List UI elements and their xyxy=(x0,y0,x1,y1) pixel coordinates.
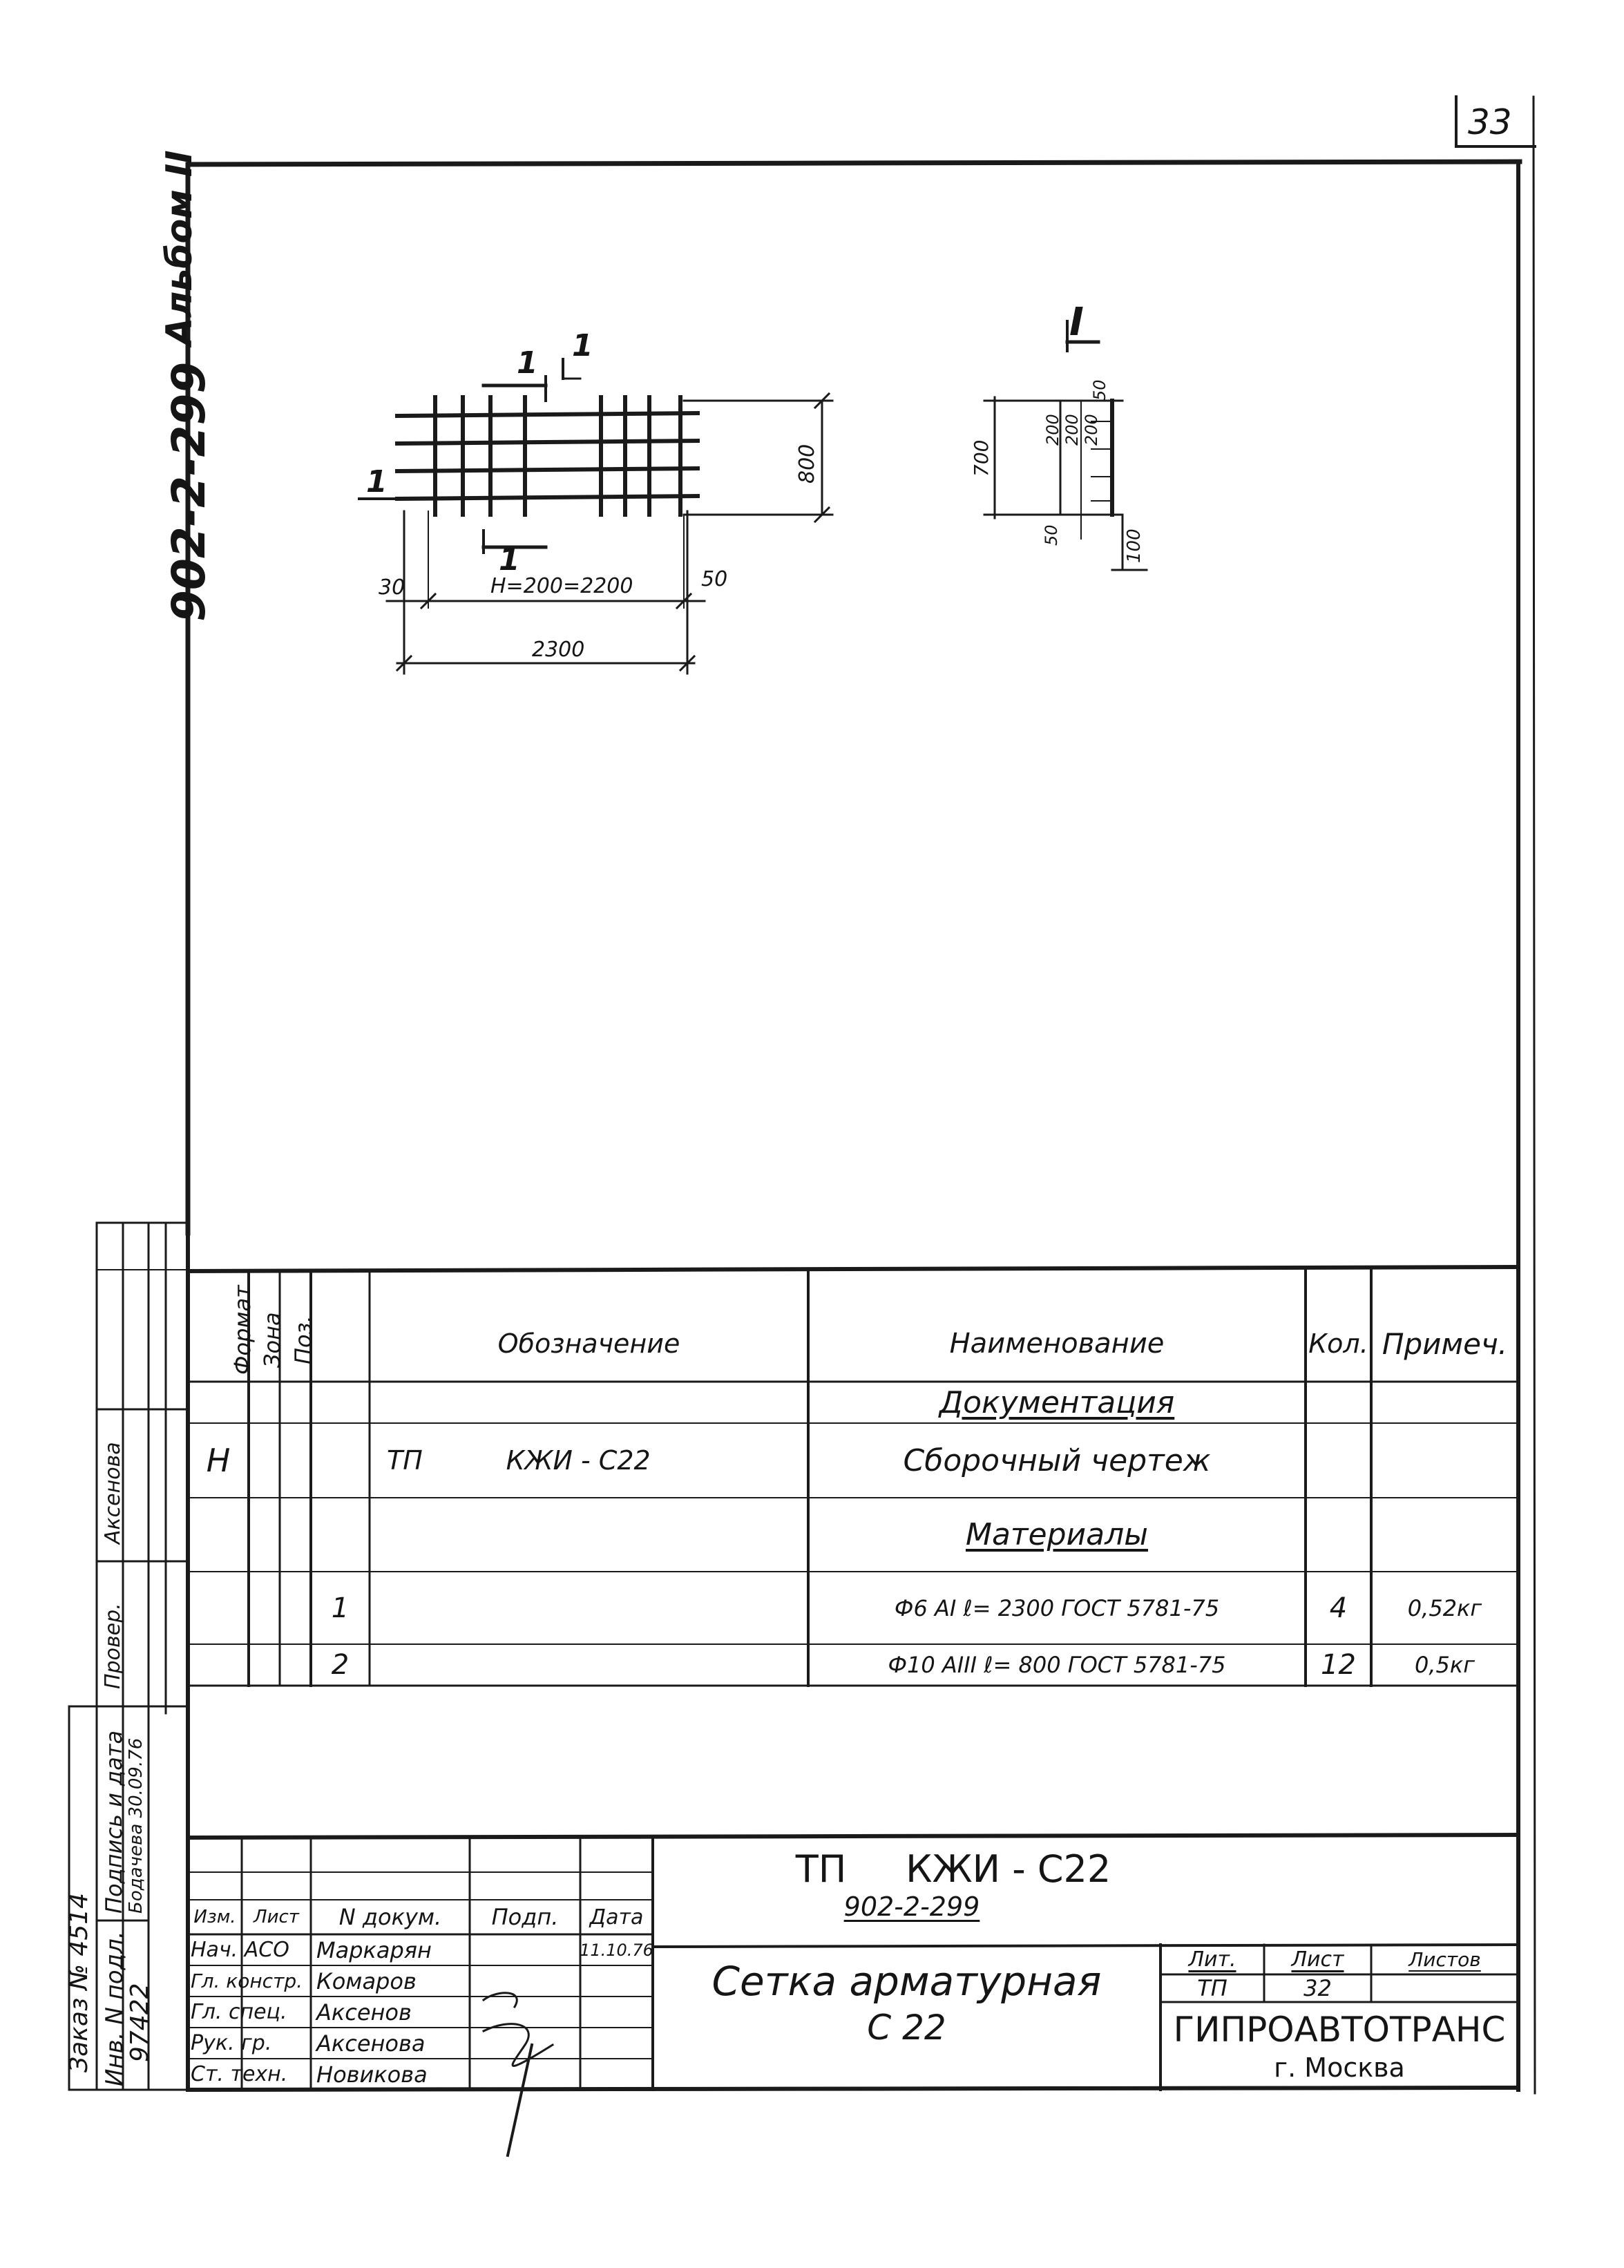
section-mark-top: 1 xyxy=(517,345,538,381)
section-dim-100: 100 xyxy=(1124,528,1145,563)
table-row-qty-2: 12 xyxy=(1321,1649,1356,1681)
product-code: С 22 xyxy=(867,2008,946,2048)
section-dim-50-top: 50 xyxy=(1090,379,1109,401)
margin-inventory-label: Инв. N подл. xyxy=(101,1931,128,2086)
role-head: Нач. АСО xyxy=(191,1938,289,1962)
header-name: Наименование xyxy=(949,1328,1165,1360)
header-zone: Зона xyxy=(259,1312,285,1368)
organization-city: г. Москва xyxy=(1274,2052,1405,2083)
col-sheet: Лист xyxy=(254,1907,299,1927)
bar-mark-left: 1 xyxy=(366,464,388,499)
product-title: Сетка арматурная xyxy=(711,1957,1102,2005)
header-designation: Обозначение xyxy=(497,1328,680,1359)
section-dim-200c: 200 xyxy=(1082,414,1101,446)
table-row-section-docs: Документация xyxy=(939,1384,1175,1420)
margin-name-checked: Аксенова xyxy=(101,1442,125,1544)
side-album-label: Альбом II xyxy=(159,150,200,345)
role-chief-designer: Гл. констр. xyxy=(191,1970,303,1992)
section-dim-200b: 200 xyxy=(1062,414,1082,446)
header-format: Формат xyxy=(229,1285,256,1375)
role-group-lead-name: Аксенова xyxy=(316,2030,426,2057)
sheet-number: 32 xyxy=(1303,1975,1332,2001)
side-drawing-code: 902-2-299 xyxy=(162,361,216,622)
section-mark-top-right: 1 xyxy=(572,328,593,363)
col-doc-no: N докум. xyxy=(338,1904,442,1930)
table-row-designation: ТП КЖИ - С22 xyxy=(387,1445,651,1476)
page-number: 33 xyxy=(1468,102,1512,142)
header-note: Примеч. xyxy=(1382,1326,1508,1361)
stage-label: Лит. xyxy=(1188,1947,1236,1972)
stage-value: ТП xyxy=(1197,1975,1227,2001)
drawing-dimension-labels: 2300 H=200=2200 30 50 800 1 1 1 1 I 700 … xyxy=(366,300,1145,662)
table-row-pos-2: 2 xyxy=(331,1649,350,1681)
table-row-qty-1: 4 xyxy=(1329,1592,1348,1624)
section-dim-700: 700 xyxy=(970,440,993,477)
mesh-section-drawing xyxy=(983,320,1148,571)
section-dim-200a: 200 xyxy=(1043,414,1062,446)
dim-width: 800 xyxy=(795,444,819,484)
role-head-date: 11.10.76 xyxy=(580,1940,653,1960)
organization-name: ГИПРОАВТОТРАНС xyxy=(1173,2009,1506,2050)
dim-spacing: H=200=2200 xyxy=(490,574,633,598)
col-date: Дата xyxy=(589,1905,644,1929)
margin-inventory-number: 97422 xyxy=(126,1983,154,2062)
role-senior-tech: Ст. техн. xyxy=(191,2062,288,2086)
role-chief-spec-name: Аксенов xyxy=(316,1999,412,2026)
section-dim-50-bottom: 50 xyxy=(1042,524,1061,546)
table-row-section-materials: Материалы xyxy=(966,1517,1148,1552)
header-position: Поз. xyxy=(290,1315,316,1364)
role-head-name: Маркарян xyxy=(316,1936,432,1963)
section-title: I xyxy=(1069,300,1084,345)
margin-label-checked: Провер. xyxy=(101,1603,125,1689)
table-row-name-2: Ф10 АIII ℓ= 800 ГОСТ 5781-75 xyxy=(888,1652,1226,1678)
sheets-label: Листов xyxy=(1408,1948,1481,1971)
role-chief-spec: Гл. спец. xyxy=(191,2000,287,2024)
margin-order-number: Заказ № 4514 xyxy=(65,1892,93,2072)
role-senior-tech-name: Новикова xyxy=(316,2061,428,2088)
dim-right-offset: 50 xyxy=(701,567,727,591)
dim-left-offset: 30 xyxy=(379,575,405,600)
margin-signature-value: Бодачева 30.09.76 xyxy=(126,1737,146,1914)
table-row-format: Н xyxy=(206,1442,231,1479)
margin-signature-label: Подпись и дата xyxy=(101,1730,127,1914)
section-mark-bottom: 1 xyxy=(499,542,520,578)
role-chief-designer-name: Комаров xyxy=(316,1967,417,1994)
col-change: Изм. xyxy=(193,1907,236,1927)
mesh-plan-drawing xyxy=(358,358,834,675)
title-subcode: 902-2-299 xyxy=(843,1891,980,1922)
table-row-name-1: Ф6 АI ℓ= 2300 ГОСТ 5781-75 xyxy=(894,1594,1220,1621)
col-signature: Подп. xyxy=(491,1904,559,1930)
title-code: ТП КЖИ - С22 xyxy=(795,1847,1111,1891)
table-row-pos-1: 1 xyxy=(331,1592,350,1624)
dim-total-length: 2300 xyxy=(532,638,584,662)
sheet-label: Лист xyxy=(1291,1947,1344,1972)
table-row-name: Сборочный чертеж xyxy=(903,1442,1211,1478)
table-row-note-1: 0,52кг xyxy=(1407,1594,1482,1621)
table-row-note-2: 0,5кг xyxy=(1414,1652,1475,1678)
header-qty: Кол. xyxy=(1308,1328,1368,1359)
role-group-lead: Рук. гр. xyxy=(191,2031,272,2055)
